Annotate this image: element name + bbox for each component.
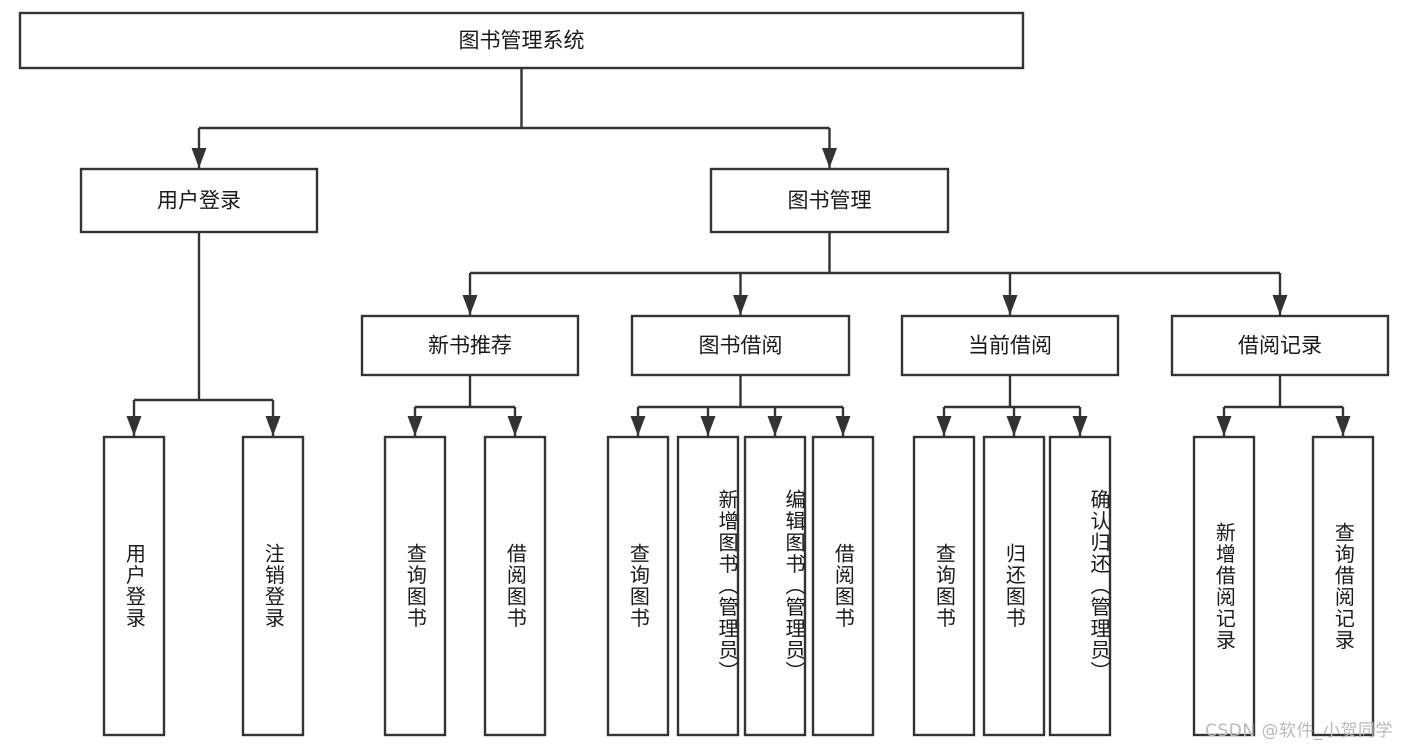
arrow-head-icon	[630, 416, 646, 436]
connector-lines	[126, 68, 1351, 436]
node-label-root: 图书管理系统	[459, 29, 585, 53]
node-leaf-add-borrow-record[interactable]	[1192, 435, 1256, 737]
arrow-head-icon	[1335, 416, 1351, 436]
arrow-head-icon	[822, 148, 837, 168]
node-label-user-login: 用户登录	[157, 189, 241, 213]
node-leaf-edit-book-admin[interactable]	[743, 435, 807, 737]
arrow-head-icon	[126, 416, 142, 436]
node-leaf-borrow-book[interactable]	[811, 435, 875, 737]
watermark: CSDN @软件_小贺同学	[1205, 721, 1393, 741]
node-label-current-borrow: 当前借阅	[968, 334, 1052, 358]
arrow-head-icon	[265, 416, 281, 436]
node-root[interactable]	[18, 11, 1025, 70]
node-leaf-query-book-cur[interactable]	[912, 435, 976, 737]
node-label-book-manage: 图书管理	[788, 189, 872, 213]
arrow-head-icon	[1002, 295, 1018, 315]
arrow-head-icon	[1006, 416, 1022, 436]
node-leaf-confirm-return-admin[interactable]	[1048, 435, 1112, 737]
arrow-head-icon	[700, 416, 716, 436]
node-leaf-query-book-borrow[interactable]	[606, 435, 670, 737]
arrow-head-icon	[733, 295, 748, 315]
arrow-head-icon	[936, 416, 952, 436]
node-leaf-borrow-book-rec[interactable]	[483, 435, 547, 737]
node-book-borrow[interactable]	[630, 314, 851, 377]
node-new-book-recommend[interactable]	[360, 314, 580, 377]
arrow-head-icon	[767, 416, 783, 436]
node-label-borrow-record: 借阅记录	[1238, 334, 1322, 358]
node-leaf-query-book-rec[interactable]	[383, 435, 447, 737]
node-borrow-record[interactable]	[1170, 314, 1390, 377]
node-leaf-logout[interactable]	[241, 435, 305, 737]
node-leaf-query-borrow-record[interactable]	[1311, 435, 1375, 737]
node-label-new-book-recommend: 新书推荐	[428, 334, 512, 358]
arrow-head-icon	[407, 416, 423, 436]
arrow-head-icon	[1072, 416, 1088, 436]
arrow-head-icon	[835, 416, 851, 436]
arrow-head-icon	[1272, 295, 1288, 315]
arrow-head-icon	[507, 416, 523, 436]
node-leaf-user-login[interactable]	[102, 435, 166, 737]
arrow-head-icon	[462, 295, 478, 315]
node-book-manage[interactable]	[709, 167, 950, 234]
node-leaf-add-book-admin[interactable]	[676, 435, 740, 737]
node-user-login[interactable]	[79, 167, 319, 234]
arrow-head-icon	[1216, 416, 1232, 436]
node-current-borrow[interactable]	[900, 314, 1120, 377]
arrow-head-icon	[191, 148, 207, 168]
node-leaf-return-book[interactable]	[982, 435, 1046, 737]
node-label-book-borrow: 图书借阅	[699, 334, 783, 358]
